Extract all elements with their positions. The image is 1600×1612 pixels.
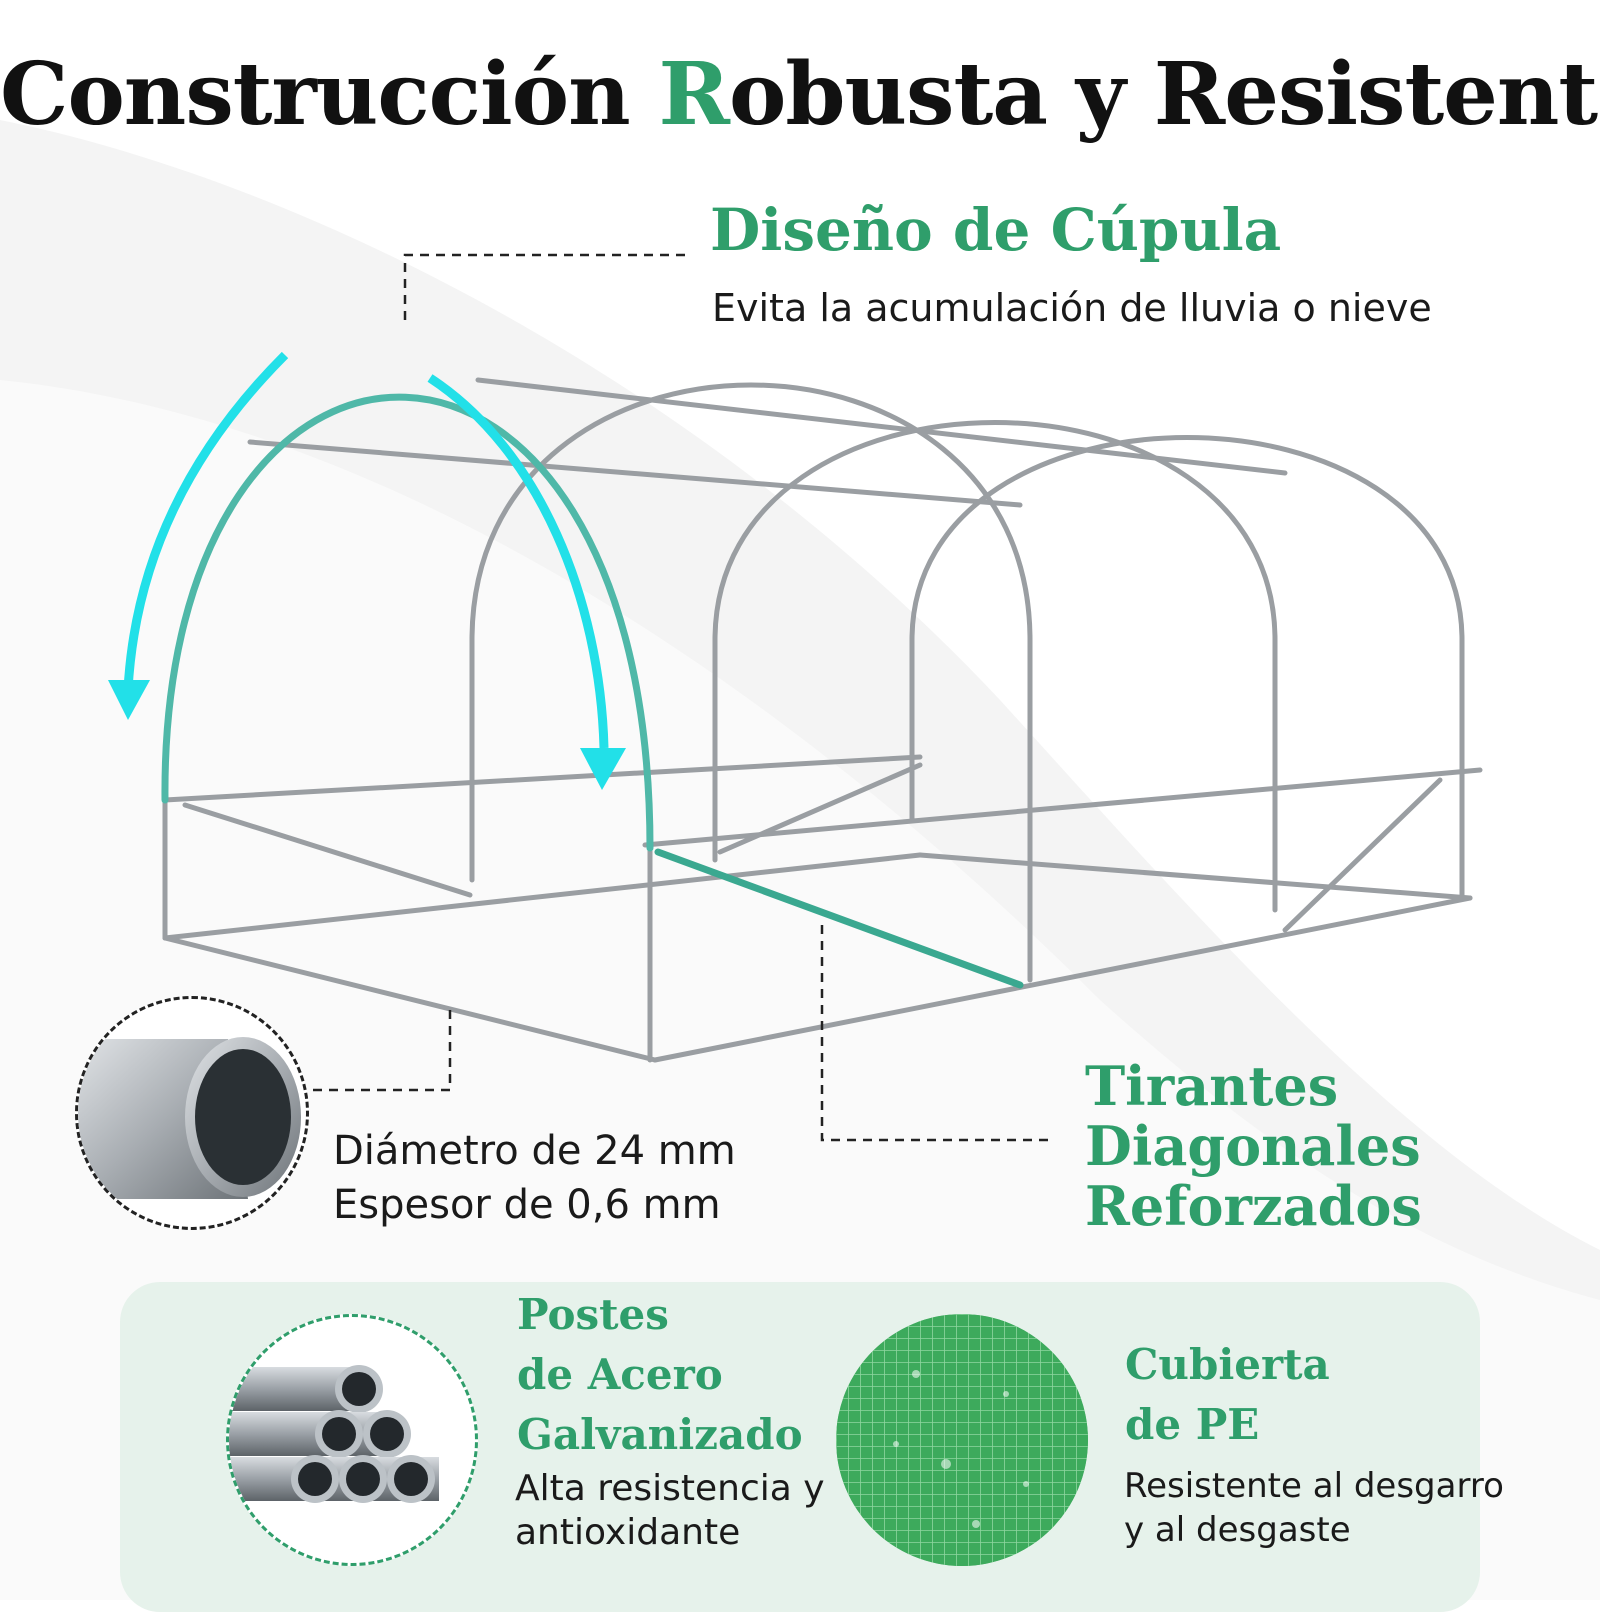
title-accent-letter: R <box>658 44 730 145</box>
cover-description-line1: Resistente al desgarro <box>1124 1466 1504 1506</box>
braces-heading-line1: Tirantes <box>1085 1054 1339 1118</box>
arrow-right-arc <box>427 374 609 749</box>
leader-braces <box>820 925 1055 1142</box>
pipe-thickness-text: Espesor de 0,6 mm <box>333 1182 721 1228</box>
braces-heading-line3: Reforzados <box>1085 1174 1422 1238</box>
leader-pipe <box>310 1010 452 1092</box>
door-green-bar <box>654 848 1024 989</box>
leader-dome <box>403 253 690 320</box>
posts-heading-line3: Galvanizado <box>517 1410 803 1459</box>
pipe-diameter-text: Diámetro de 24 mm <box>333 1128 736 1174</box>
cover-heading-line2: de PE <box>1125 1400 1260 1449</box>
posts-heading-line1: Postes <box>517 1290 669 1339</box>
front-green-arch <box>161 393 654 852</box>
arch-2 <box>469 382 1033 983</box>
pipe-icon <box>78 1037 301 1199</box>
braces-heading-line2: Diagonales <box>1085 1114 1421 1178</box>
posts-description-line1: Alta resistencia y <box>515 1468 825 1509</box>
arch-3 <box>712 420 1278 913</box>
cover-heading-line1: Cubierta <box>1125 1340 1330 1389</box>
dome-heading: Diseño de Cúpula <box>710 196 1282 264</box>
posts-heading-line2: de Acero <box>517 1350 723 1399</box>
posts-description-line2: antioxidante <box>515 1512 741 1553</box>
steel-posts-image <box>226 1314 478 1566</box>
page-title: Construcción Robusta y Resistente <box>0 44 1600 145</box>
arch-4 <box>909 435 1465 898</box>
mesh-cover-icon <box>836 1314 1088 1566</box>
dome-description: Evita la acumulación de lluvia o nieve <box>712 286 1432 330</box>
pipe-crosssection-image <box>75 996 309 1230</box>
arrow-left-arc <box>123 351 289 691</box>
pe-cover-image <box>836 1314 1088 1566</box>
cover-description-line2: y al desgaste <box>1124 1510 1351 1550</box>
steel-tubes-icon <box>229 1365 439 1503</box>
